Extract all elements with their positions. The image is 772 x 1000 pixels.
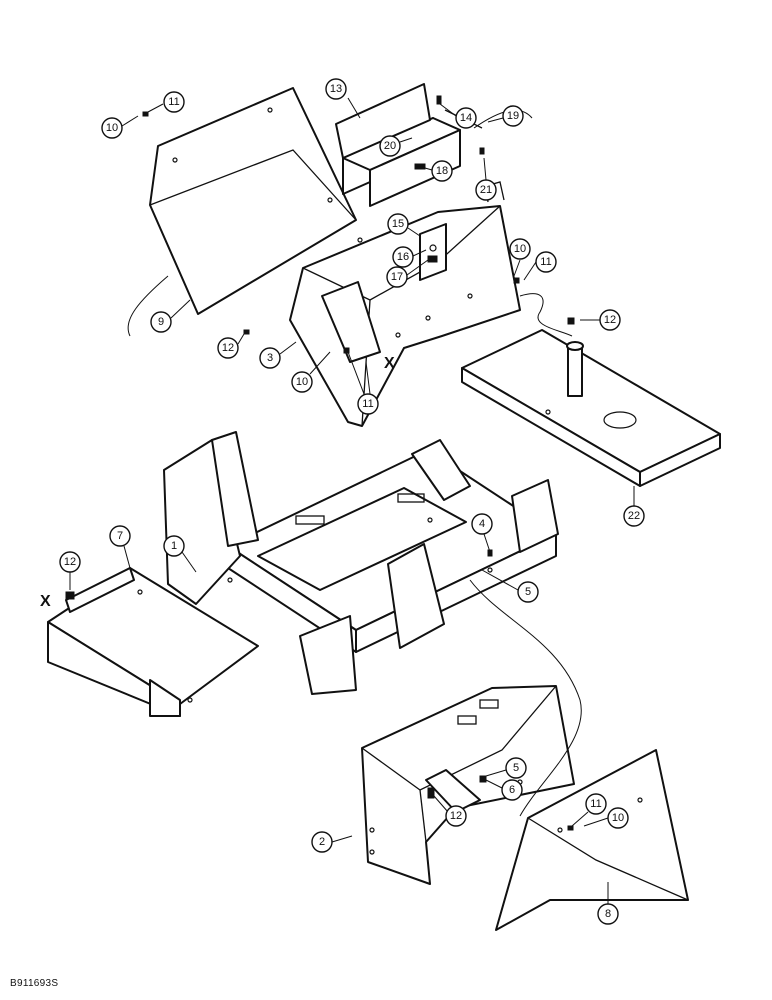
- callout-11-c: 11: [347, 351, 379, 415]
- svg-text:11: 11: [362, 398, 373, 410]
- callout-10-b: 10: [509, 238, 531, 277]
- svg-text:16: 16: [397, 251, 409, 263]
- svg-text:10: 10: [514, 243, 526, 255]
- svg-text:21: 21: [480, 184, 492, 196]
- callout-9: 9: [150, 299, 191, 333]
- svg-text:5: 5: [513, 762, 519, 774]
- svg-text:10: 10: [296, 376, 308, 388]
- svg-text:4: 4: [479, 518, 485, 530]
- svg-text:12: 12: [64, 556, 76, 568]
- callout-14: 14: [439, 103, 477, 129]
- callout-11-b: 11: [523, 251, 557, 281]
- callout-5-b: 5: [485, 757, 527, 779]
- svg-text:10: 10: [106, 122, 118, 134]
- callout-12-d: 12: [433, 795, 467, 827]
- callout-12-a: 12: [217, 333, 245, 359]
- callout-6: 6: [485, 779, 523, 801]
- svg-text:15: 15: [392, 218, 404, 230]
- callout-7: 7: [109, 525, 131, 569]
- svg-text:2: 2: [319, 836, 325, 848]
- callout-10-d: 10: [583, 807, 629, 829]
- svg-text:13: 13: [330, 83, 342, 95]
- callout-21: 21: [475, 157, 497, 201]
- callout-11-d: 11: [571, 793, 607, 827]
- x-marker-left: X: [40, 593, 51, 610]
- callout-20: 20: [379, 135, 413, 157]
- svg-text:3: 3: [267, 352, 273, 364]
- floor-plate-7: [47, 567, 259, 717]
- callout-11-a: 11: [147, 91, 185, 113]
- svg-text:14: 14: [460, 112, 472, 124]
- svg-text:20: 20: [384, 140, 396, 152]
- callout-15: 15: [387, 213, 421, 237]
- svg-text:12: 12: [222, 342, 234, 354]
- callout-12-c: 12: [59, 551, 81, 590]
- tool-box-13: [335, 83, 483, 207]
- svg-text:10: 10: [612, 812, 624, 824]
- svg-text:11: 11: [540, 256, 551, 268]
- callout-10-c: 10: [291, 351, 331, 393]
- cover-panel-9: [149, 87, 357, 315]
- callout-8: 8: [597, 882, 619, 925]
- svg-text:11: 11: [168, 96, 179, 108]
- callout-22: 22: [623, 486, 645, 527]
- upper-housing-3: [289, 181, 521, 427]
- svg-text:12: 12: [450, 810, 462, 822]
- callout-3: 3: [259, 341, 297, 369]
- figure-code: B911693S: [10, 978, 59, 989]
- svg-text:11: 11: [590, 798, 601, 810]
- callout-12-b: 12: [580, 309, 621, 331]
- callout-10-a: 10: [101, 115, 139, 139]
- callout-4: 4: [471, 513, 493, 553]
- callout-18: 18: [417, 160, 453, 182]
- svg-text:18: 18: [436, 165, 448, 177]
- svg-text:7: 7: [117, 530, 123, 542]
- fasteners: [65, 95, 575, 831]
- svg-text:6: 6: [509, 784, 515, 796]
- svg-text:5: 5: [525, 586, 531, 598]
- svg-text:22: 22: [628, 510, 640, 522]
- svg-text:17: 17: [391, 271, 403, 283]
- callout-16: 16: [392, 246, 427, 268]
- callout-5-a: 5: [481, 569, 539, 603]
- mount-bracket-15: [419, 223, 447, 281]
- callout-13: 13: [325, 78, 361, 119]
- callout-1: 1: [163, 535, 197, 573]
- svg-text:8: 8: [605, 908, 611, 920]
- svg-text:12: 12: [604, 314, 616, 326]
- x-marker-upper: X: [384, 355, 395, 372]
- svg-text:1: 1: [171, 540, 177, 552]
- main-frame-1: [163, 431, 559, 695]
- svg-text:19: 19: [507, 110, 519, 122]
- callout-19: 19: [487, 105, 524, 127]
- svg-text:9: 9: [158, 316, 164, 328]
- base-tray-22: [461, 329, 721, 487]
- callout-17: 17: [386, 259, 429, 288]
- cover-panel-8: [495, 749, 689, 931]
- callout-2: 2: [311, 831, 353, 853]
